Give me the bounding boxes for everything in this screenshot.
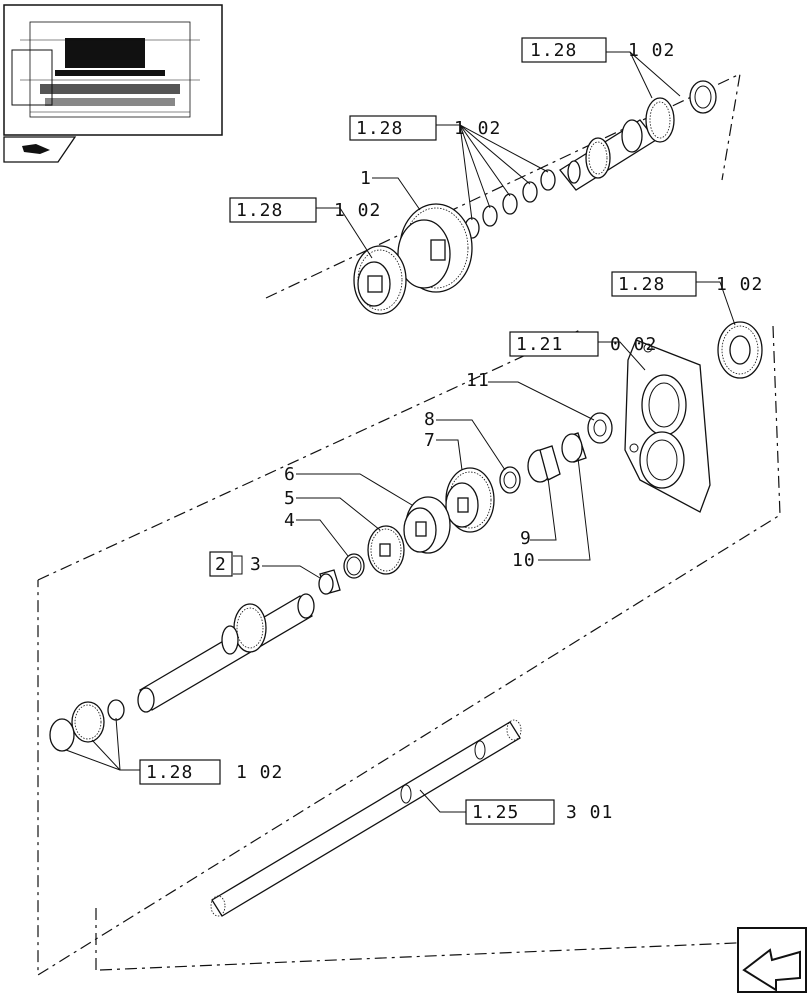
callout-suffix-text: 1 02: [716, 274, 763, 295]
part-number-1: 1: [360, 168, 372, 189]
bushing-part-9: [527, 445, 561, 483]
reference-book-icon[interactable]: [3, 136, 77, 163]
callout-suffix-text: 1 02: [236, 762, 283, 783]
gear-part-5: [367, 525, 405, 575]
callout-cover-bearing[interactable]: 1.28 1 02: [611, 271, 763, 297]
callout-box-text: 1.28: [530, 40, 577, 61]
gear-part-6: [403, 496, 451, 554]
part-number-7: 7: [424, 430, 436, 451]
previous-page-arrow-icon[interactable]: [737, 927, 807, 993]
snap-rings: [464, 169, 556, 239]
callout-shaft-bearing[interactable]: 1.28 1 02: [521, 37, 675, 63]
callout-pto-shaft[interactable]: 1.25 3 01: [465, 799, 613, 825]
shaft-bearing: [689, 80, 717, 114]
bushing-part-10: [561, 432, 587, 463]
callout-housing[interactable]: 1.21 0 02: [509, 331, 657, 357]
callout-suffix-text: 0 02: [610, 334, 657, 355]
callout-suffix-text: 1 02: [334, 200, 381, 221]
main-shaft-bearings: [49, 699, 125, 752]
gear-part-7: [445, 467, 495, 533]
part-number-11: 11: [466, 370, 490, 391]
callout-suffix-text: 3: [250, 554, 262, 575]
housing-plate: [624, 339, 711, 513]
bushing-part-3: [318, 569, 341, 595]
callout-suffix-text: 1 02: [628, 40, 675, 61]
part-number-8: 8: [424, 409, 436, 430]
callout-suffix-text: 1 02: [454, 118, 501, 139]
gear-bearing: [353, 245, 407, 315]
callout-box-text: 1.21: [516, 334, 563, 355]
callout-box-text: 1.28: [618, 274, 665, 295]
assembly-boundary-lines: [37, 72, 807, 977]
gear-part-1: [397, 203, 473, 293]
callout-suffix-text: 3 01: [566, 802, 613, 823]
part-number-4: 4: [284, 510, 296, 531]
callout-snap-rings[interactable]: 1.28 1 02: [349, 115, 501, 141]
callout-box-text: 1.25: [472, 802, 519, 823]
ring-part-8: [499, 466, 521, 494]
part-number-9: 9: [520, 528, 532, 549]
main-shaft: [137, 593, 315, 713]
ring-part-11: [587, 412, 613, 444]
callout-box-text: 1.28: [356, 118, 403, 139]
ring-part-4: [343, 553, 365, 579]
part-number-6: 6: [284, 464, 296, 485]
callout-box-text: 2: [215, 554, 227, 575]
part-number-labels: 1 11 8 7 6 5 4 9 10: [284, 168, 536, 571]
callout-main-shaft-bearings[interactable]: 1.28 1 02: [139, 759, 283, 785]
part-number-5: 5: [284, 488, 296, 509]
callout-box-text: 1.28: [236, 200, 283, 221]
cover-bearing: [717, 321, 763, 379]
callout-box-text: 1.28: [146, 762, 193, 783]
callout-kit[interactable]: 2 3: [209, 551, 262, 577]
transmission-thumbnail-icon[interactable]: [3, 4, 223, 136]
callout-gear-bearing[interactable]: 1.28 1 02: [229, 197, 381, 223]
part-number-10: 10: [512, 550, 536, 571]
upper-shaft: [559, 97, 675, 191]
leader-lines: [65, 51, 736, 813]
pto-shaft: [210, 719, 522, 917]
